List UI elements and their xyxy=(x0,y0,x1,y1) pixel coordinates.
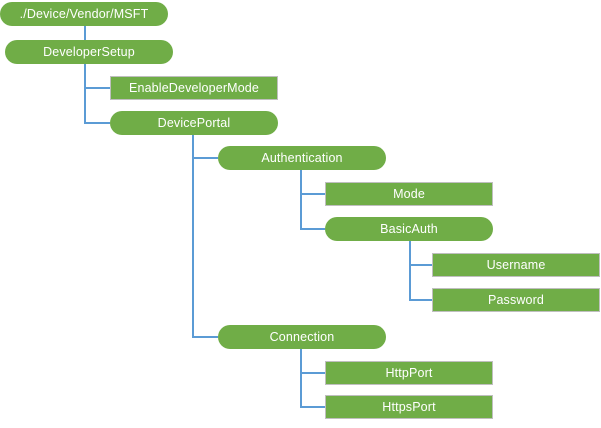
connector-developersetup-to-deviceportal xyxy=(84,64,110,124)
tree-node-httpport[interactable]: HttpPort xyxy=(325,361,493,385)
tree-node-connection[interactable]: Connection xyxy=(218,325,386,349)
tree-node-label: Connection xyxy=(269,329,335,344)
tree-node-label: DeveloperSetup xyxy=(43,44,135,59)
tree-node-label: Mode xyxy=(393,186,425,201)
tree-node-label: HttpPort xyxy=(385,365,433,380)
tree-node-mode[interactable]: Mode xyxy=(325,182,493,206)
tree-node-developersetup[interactable]: DeveloperSetup xyxy=(5,40,173,64)
connector-deviceportal-to-authentication xyxy=(192,135,218,159)
tree-node-label: Username xyxy=(486,257,546,272)
connector-developersetup-to-enabledevelopermode xyxy=(84,64,110,89)
tree-node-deviceportal[interactable]: DevicePortal xyxy=(110,111,278,135)
tree-node-authentication[interactable]: Authentication xyxy=(218,146,386,170)
tree-node-label: BasicAuth xyxy=(380,221,438,236)
tree-node-root[interactable]: ./Device/Vendor/MSFT xyxy=(0,2,168,26)
connector-connection-to-httpsport xyxy=(300,349,325,408)
tree-node-label: Authentication xyxy=(261,150,343,165)
tree-node-label: Password xyxy=(487,292,545,307)
tree-node-httpsport[interactable]: HttpsPort xyxy=(325,395,493,419)
connector-authentication-to-mode xyxy=(300,170,325,195)
connector-basicauth-to-password xyxy=(409,241,432,301)
connector-authentication-to-basicauth xyxy=(300,170,325,230)
connector-connection-to-httpport xyxy=(300,349,325,374)
tree-node-basicauth[interactable]: BasicAuth xyxy=(325,217,493,241)
connector-deviceportal-to-connection xyxy=(192,135,218,338)
connector-basicauth-to-username xyxy=(409,241,432,266)
tree-node-label: EnableDeveloperMode xyxy=(128,80,260,95)
tree-node-label: DevicePortal xyxy=(157,115,231,130)
tree-node-enabledevelopermode[interactable]: EnableDeveloperMode xyxy=(110,76,278,100)
tree-node-username[interactable]: Username xyxy=(432,253,600,277)
tree-node-label: HttpsPort xyxy=(382,399,436,414)
tree-node-password[interactable]: Password xyxy=(432,288,600,312)
tree-node-label: ./Device/Vendor/MSFT xyxy=(19,6,149,21)
